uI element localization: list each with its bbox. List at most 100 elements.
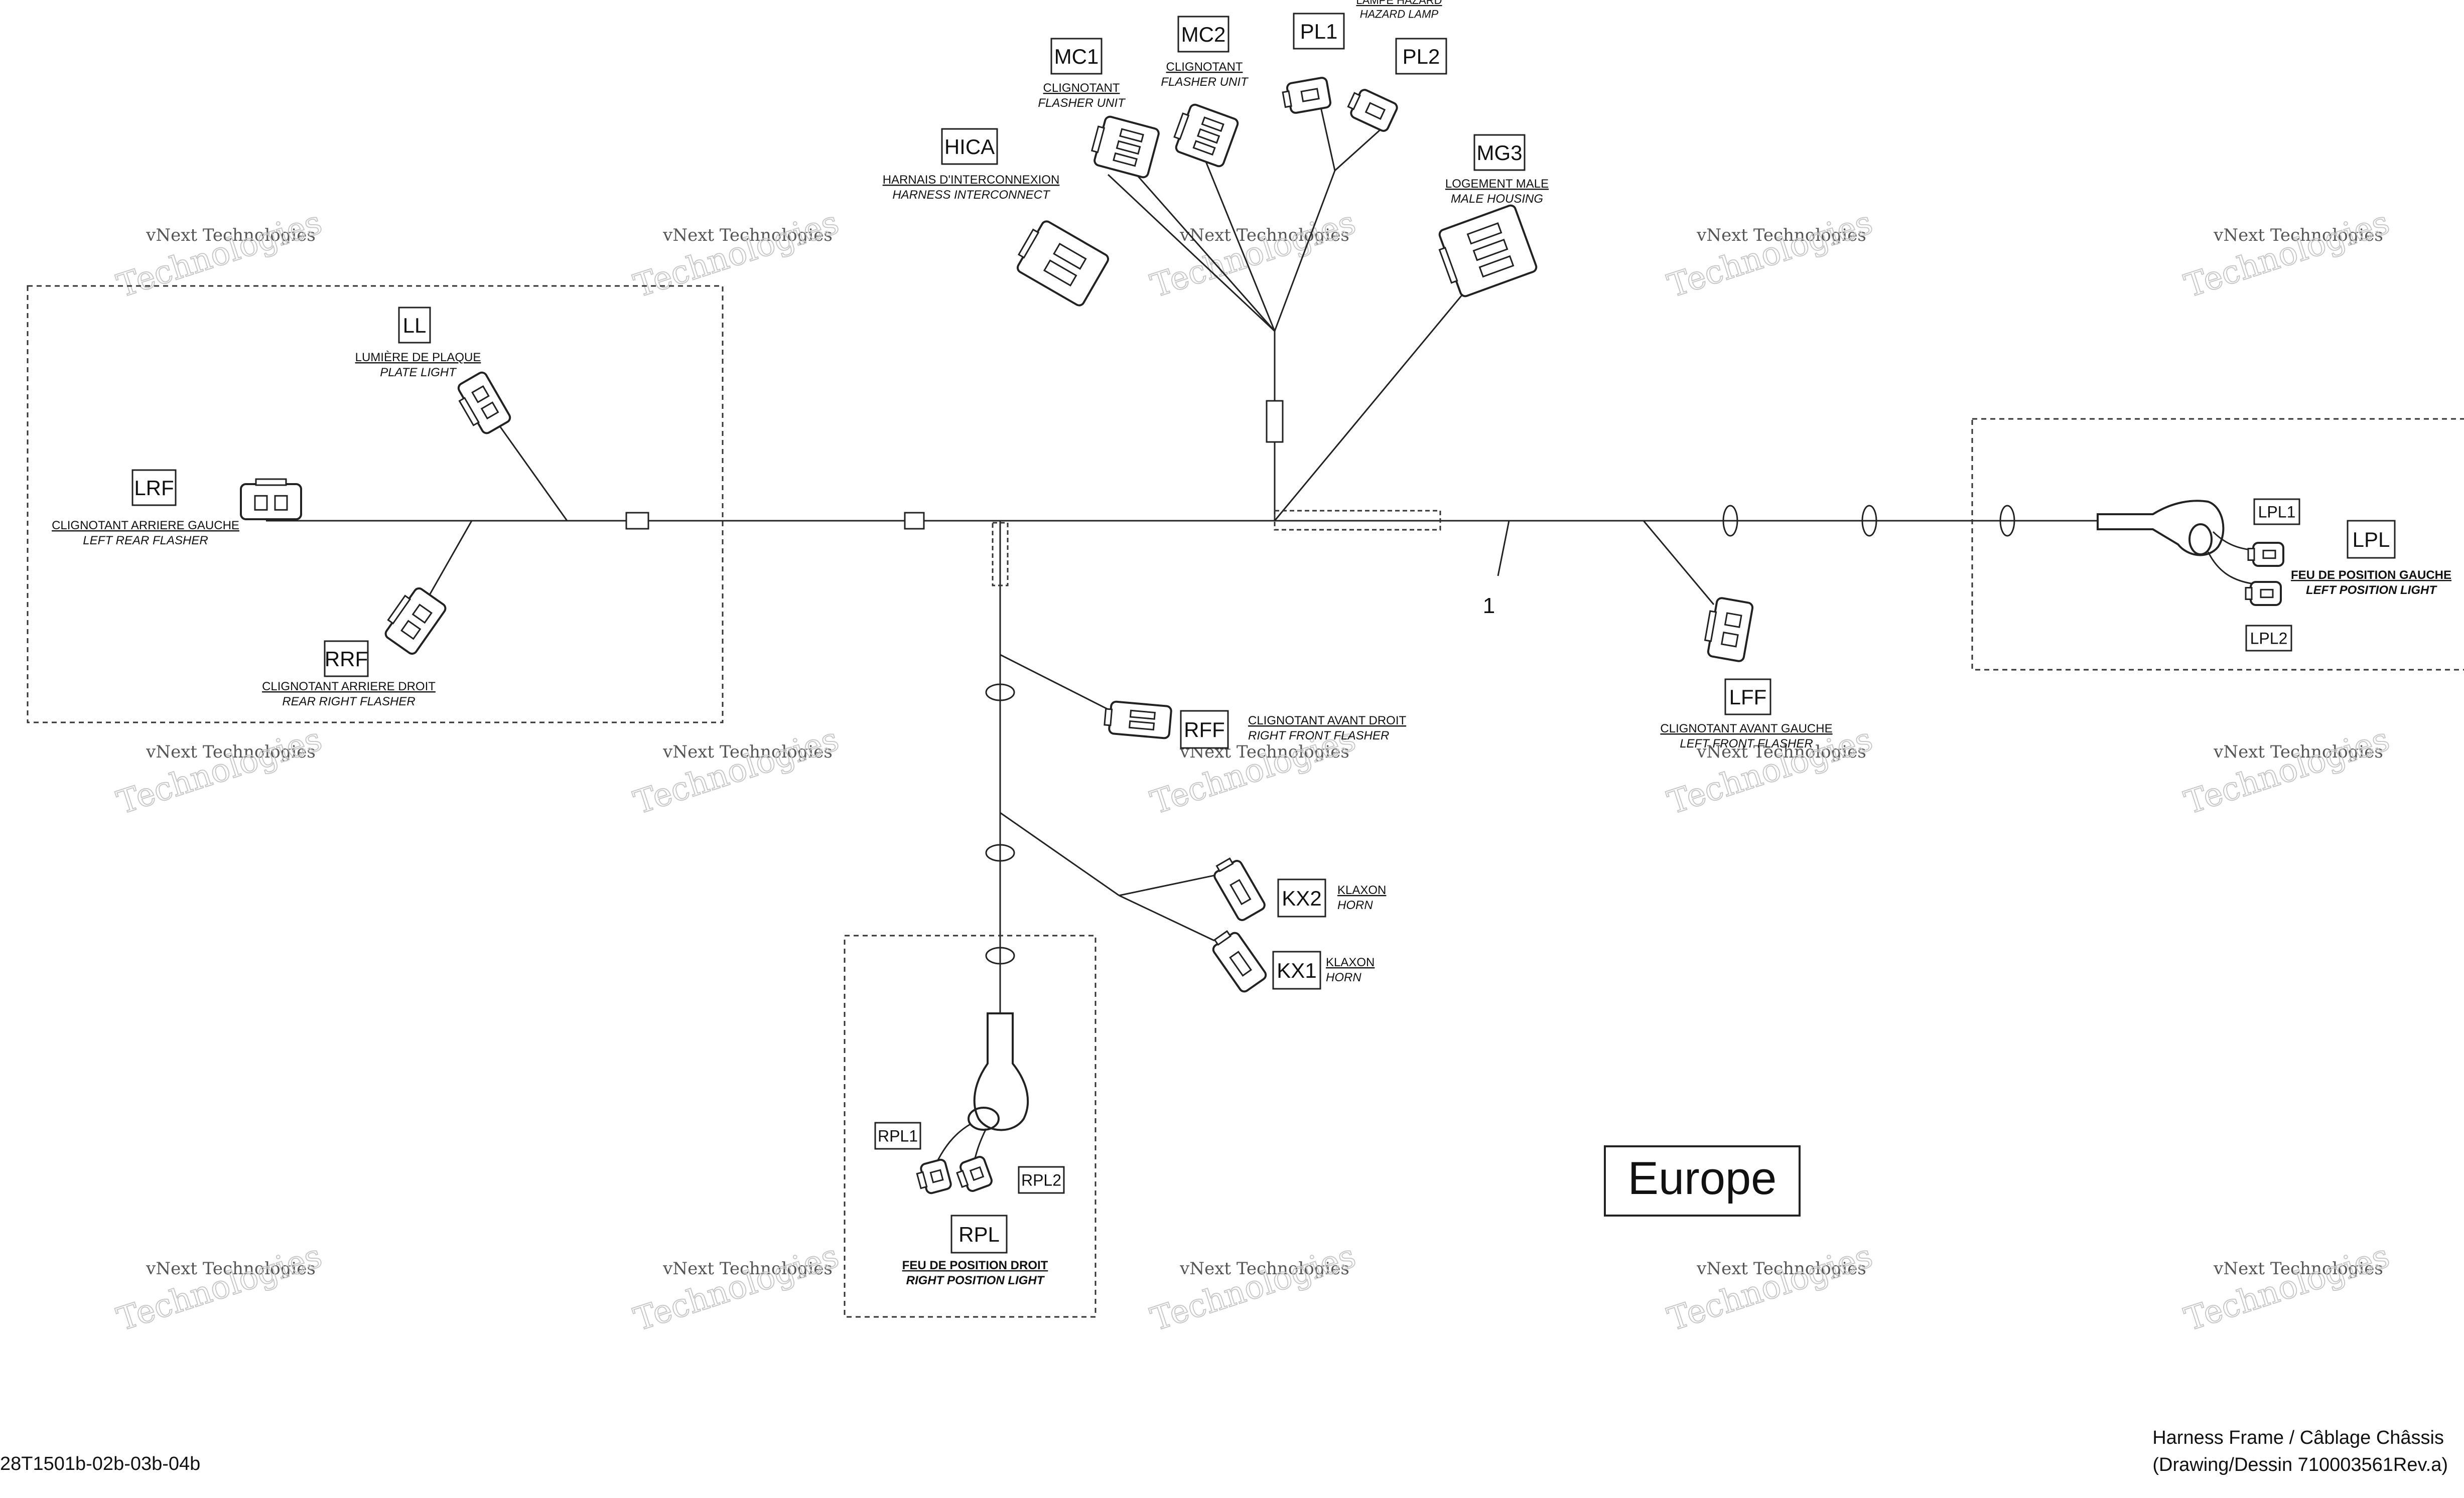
kx1-connector-shape-latch <box>1213 930 1231 946</box>
kx1-caption-fr: KLAXON <box>1326 956 1375 969</box>
pl1-connector-shape-latch <box>1282 90 1292 108</box>
rpl-caption-en: RIGHT POSITION LIGHT <box>906 1274 1045 1287</box>
wire-to-pl1 <box>1319 102 1336 171</box>
connector-shape-layer <box>240 77 2284 1194</box>
kx2-caption-fr: KLAXON <box>1337 883 1386 897</box>
lrf-label-code: LRF <box>134 476 174 500</box>
rpl1-terminal-shape <box>916 1158 952 1194</box>
kx1-label-frame <box>1272 951 1321 990</box>
rpl1-terminal-shape-pin <box>929 1169 944 1183</box>
sleeve-center <box>904 512 925 530</box>
mg3-label-code: MG3 <box>1476 141 1522 165</box>
lrf-connector-shape-pin <box>254 495 268 511</box>
dashed-box-layer <box>27 285 2464 1318</box>
pl2-label-code: PL2 <box>1403 45 1440 68</box>
cable-tie <box>1861 505 1877 537</box>
rpl1-terminal-shape-latch <box>916 1171 928 1189</box>
lpl-lamp-body <box>2097 500 2225 556</box>
lff-caption-fr: CLIGNOTANT AVANT GAUCHE <box>1660 722 1832 735</box>
mg3-caption-fr: LOGEMENT MALE <box>1445 177 1549 191</box>
footer-ref: 28T1501b-02b-03b-04b <box>0 1453 200 1474</box>
mc1-connector-shape-latch <box>1090 125 1106 154</box>
pl2-connector-shape <box>1347 89 1398 132</box>
wire-split-pl <box>1274 170 1336 332</box>
lpl1-terminal-shape <box>2247 542 2284 567</box>
rrf-label-frame <box>324 640 369 677</box>
mg3-connector-shape-pin <box>1472 238 1509 261</box>
hica-connector-shape-pin <box>1043 259 1077 287</box>
watermark-line1: vNext Technologies <box>1696 225 1866 245</box>
cable-tie <box>985 844 1015 862</box>
pl1-connector-shape-pin <box>1300 88 1320 102</box>
rpl-caption-fr: FEU DE POSITION DROIT <box>902 1259 1048 1272</box>
hica-connector-shape-latch <box>1017 228 1040 259</box>
mc1-connector-shape-pin <box>1119 128 1144 143</box>
watermark-line2: Technologies <box>1146 204 1360 305</box>
ll-caption-en: PLATE LIGHT <box>380 366 457 379</box>
watermark-line1: vNext Technologies <box>146 225 316 245</box>
rpl-label-frame <box>950 1215 1008 1254</box>
ll-connector-shape-pin <box>480 401 499 420</box>
kx1-caption-en: HORN <box>1326 971 1361 984</box>
rff-label-code: RFF <box>1184 718 1225 741</box>
region-frame <box>1604 1145 1801 1217</box>
lff-connector-shape-body <box>1707 597 1754 662</box>
lpl1-terminal-shape-latch <box>2247 548 2255 561</box>
rpl2-terminal-shape-latch <box>956 1169 969 1188</box>
hica-connector-shape <box>1016 220 1110 307</box>
wire-to-mg3 <box>1274 275 1479 521</box>
mc2-caption-en: FLASHER UNIT <box>1161 75 1249 89</box>
region-label: Europe <box>1628 1153 1777 1204</box>
pl2-label-frame <box>1395 38 1447 75</box>
watermark-line2: Technologies <box>112 1238 326 1338</box>
rrf-label-code: RRF <box>325 647 368 671</box>
watermark-line1: vNext Technologies <box>662 742 833 762</box>
cable-tie <box>1999 505 2015 537</box>
pl1-caption-fr: LAMPE HAZARD <box>1356 0 1442 7</box>
rff-connector-shape-latch <box>1104 708 1113 726</box>
rff-connector-shape-pin <box>1128 720 1155 731</box>
sleeve-dashed-horizontal <box>1274 510 1441 531</box>
rrf-connector-shape <box>384 587 447 655</box>
watermark-line2: Technologies <box>2180 1238 2394 1338</box>
mc1-caption-fr: CLIGNOTANT <box>1043 81 1120 95</box>
rrf-connector-shape-pin <box>400 620 422 640</box>
pl1-label-code: PL1 <box>1300 20 1338 43</box>
sleeve-vertical-top <box>1266 400 1284 443</box>
lff-connector-shape-latch <box>1704 610 1717 642</box>
lpl-caption-en: LEFT POSITION LIGHT <box>2306 583 2437 597</box>
watermark-line2: Technologies <box>1663 204 1877 305</box>
mc1-caption-en: FLASHER UNIT <box>1038 96 1126 110</box>
lpl-lamp-shape <box>2097 500 2259 585</box>
pl1-connector-shape <box>1282 77 1332 114</box>
rff-connector-shape-pin <box>1129 709 1156 720</box>
pl1-caption-en: HAZARD LAMP <box>1360 8 1439 21</box>
wire-callout-1 <box>1497 520 1510 576</box>
watermark-line1: vNext Technologies <box>1696 742 1866 762</box>
mc1-connector-shape-pin <box>1116 140 1141 155</box>
kx1-connector-shape <box>1212 930 1267 993</box>
rrf-caption-fr: CLIGNOTANT ARRIERE DROIT <box>262 680 436 693</box>
wire-to-rff <box>1000 654 1115 713</box>
watermark-line1: vNext Technologies <box>2213 1259 2383 1279</box>
lpl2-label-frame <box>2245 625 2292 652</box>
mc2-label-frame <box>1177 16 1229 53</box>
ll-connector-shape <box>457 371 511 434</box>
lpl-label-code: LPL <box>2353 528 2390 551</box>
mc2-connector-shape-pin <box>1196 128 1220 144</box>
wire-to-pl2 <box>1334 124 1386 172</box>
watermark-line2: Technologies <box>1146 1238 1360 1338</box>
rpl2-label-code: RPL2 <box>1021 1171 1061 1189</box>
rpl-lamp-body <box>973 1012 1029 1131</box>
